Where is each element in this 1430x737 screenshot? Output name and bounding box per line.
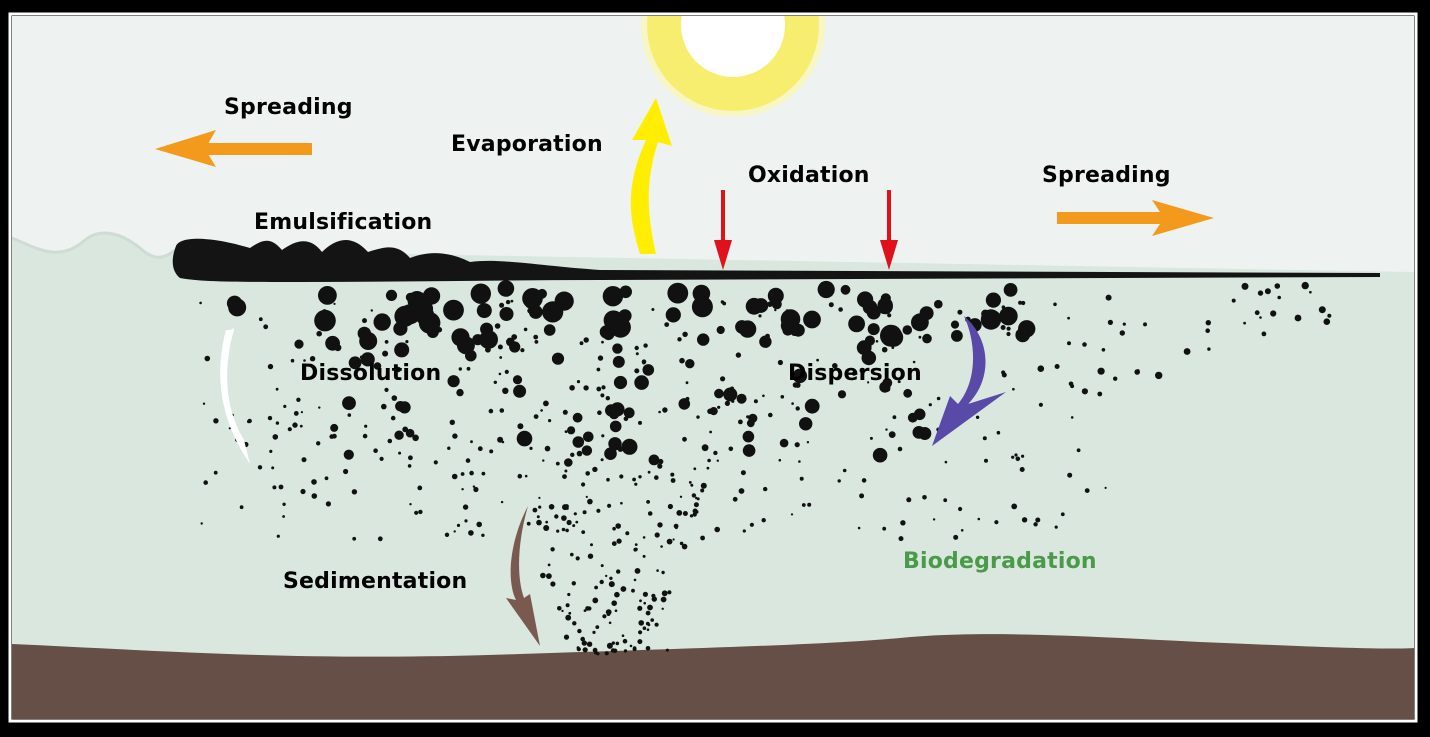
spreading-left-arrow	[155, 130, 312, 167]
oil-slick	[172, 238, 1380, 282]
oil-droplets	[199, 280, 1332, 656]
water	[12, 233, 1414, 660]
label-dispersion: Dispersion	[788, 361, 922, 386]
label-sedimentation: Sedimentation	[283, 569, 467, 594]
label-evaporation: Evaporation	[451, 132, 603, 157]
label-oxidation: Oxidation	[748, 163, 870, 188]
oxidation-arrow-left	[714, 190, 732, 270]
label-biodegradation: Biodegradation	[903, 549, 1097, 574]
sedimentation-arrow	[506, 506, 540, 646]
inner-border	[8, 12, 1418, 723]
evaporation-arrow	[630, 98, 672, 254]
label-spreading-right: Spreading	[1042, 163, 1171, 188]
sea-floor	[12, 634, 1414, 719]
label-dissolution: Dissolution	[300, 361, 441, 386]
oxidation-arrow-right	[880, 190, 898, 270]
sun-icon	[641, 16, 825, 117]
label-spreading-left: Spreading	[224, 95, 353, 120]
spreading-right-arrow	[1057, 200, 1214, 236]
dispersion-arrow	[932, 316, 1006, 446]
label-emulsification: Emulsification	[254, 210, 432, 235]
dissolution-arrow	[220, 328, 250, 464]
